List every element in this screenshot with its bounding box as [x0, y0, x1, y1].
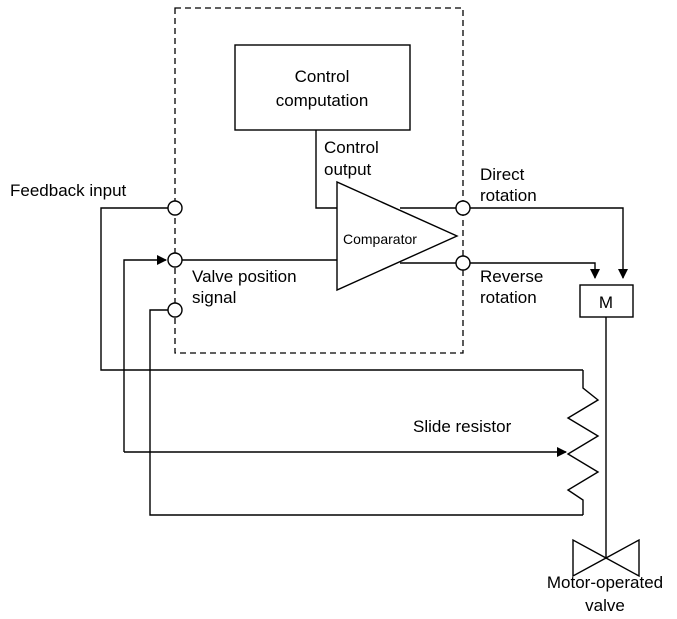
control-output-label: Control — [324, 138, 379, 157]
valve-position-label: Valve position — [192, 267, 297, 286]
slide-resistor-label: Slide resistor — [413, 417, 512, 436]
control-output-wire — [315, 130, 337, 209]
valve-position-terminal — [167, 252, 183, 268]
direct-rotation-wire — [400, 207, 628, 279]
control-computation-label: computation — [276, 91, 369, 110]
valve-position-label: signal — [192, 288, 236, 307]
motor-valve-label: Motor-operated — [547, 573, 663, 592]
feedback-input-wire — [100, 207, 583, 371]
feedback-input-label: Feedback input — [10, 181, 127, 200]
direct-rotation-label: Direct — [480, 165, 525, 184]
common-wire — [149, 309, 583, 516]
reverse-rotation-terminal — [455, 255, 471, 271]
controller-boundary — [174, 7, 464, 354]
control-computation-label: Control — [295, 67, 350, 86]
control-output-label: output — [324, 160, 372, 179]
motor-label: M — [599, 293, 613, 312]
reverse-rotation-label: rotation — [480, 288, 537, 307]
comparator-triangle — [336, 180, 459, 292]
feedback-input-terminal — [167, 200, 183, 216]
direct-rotation-label: rotation — [480, 186, 537, 205]
reverse-rotation-label: Reverse — [480, 267, 543, 286]
direct-rotation-terminal — [455, 200, 471, 216]
control-computation-block — [234, 44, 411, 131]
common-terminal — [167, 302, 183, 318]
slide-resistor-zigzag — [566, 370, 600, 515]
valve-position-wire — [123, 255, 167, 452]
motor-valve-label: valve — [585, 596, 625, 615]
comparator-label: Comparator — [343, 231, 417, 247]
valve-icon — [572, 538, 640, 578]
